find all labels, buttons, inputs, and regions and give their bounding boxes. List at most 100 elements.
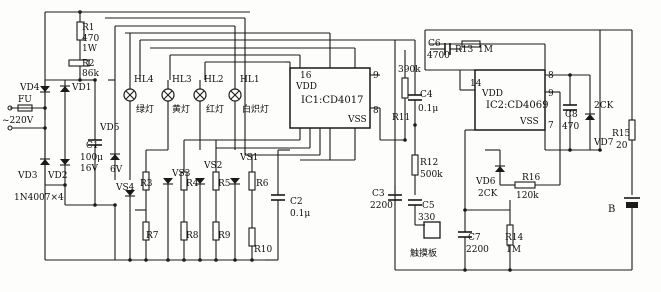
vd5-label: VD5 bbox=[99, 123, 120, 133]
buzzer-label: B bbox=[608, 204, 615, 215]
r5-label: R5 bbox=[218, 179, 231, 189]
ic1-name: IC1:CD4017 bbox=[301, 95, 363, 106]
hl3-label: HL3 bbox=[172, 75, 192, 85]
vd2-diode bbox=[60, 159, 70, 165]
ic2-name: IC2:CD4069 bbox=[486, 100, 548, 111]
hl1-lamp: HL1 白炽灯 bbox=[228, 75, 269, 150]
r14-value: 1M bbox=[506, 245, 521, 255]
lamp3-color: 黄灯 bbox=[172, 103, 190, 115]
vs3-thyristor bbox=[163, 178, 173, 184]
buzzer-b bbox=[626, 202, 638, 208]
vd1-label: VD1 bbox=[71, 83, 91, 93]
r13-label: R13 bbox=[455, 45, 474, 55]
vd7-diode bbox=[585, 114, 595, 120]
vd3-diode bbox=[40, 159, 50, 165]
r1-value: 470 bbox=[82, 34, 99, 44]
vd7-type: 2CK bbox=[594, 101, 614, 111]
vd1-diode bbox=[60, 86, 70, 92]
ic2-vss: VSS bbox=[519, 117, 539, 127]
r11-resistor bbox=[401, 77, 409, 99]
r2-resistor bbox=[68, 59, 90, 67]
hl2-label: HL2 bbox=[204, 75, 224, 85]
vs4-label: VS4 bbox=[115, 183, 135, 193]
r7-label: R7 bbox=[146, 231, 159, 241]
r6-label: R6 bbox=[256, 179, 269, 189]
c6-label: C6 bbox=[428, 39, 441, 49]
ic1-pin8: 8 bbox=[373, 106, 379, 116]
top-bus-wires bbox=[44, 11, 601, 270]
r6-resistor bbox=[248, 171, 256, 191]
vd3-label: VD3 bbox=[17, 171, 38, 181]
r10-resistor bbox=[248, 227, 256, 247]
ic2-pin7: 7 bbox=[548, 121, 554, 131]
r9-label: R9 bbox=[218, 231, 231, 241]
r13-value: 1M bbox=[478, 45, 493, 55]
fu-label: FU bbox=[18, 95, 32, 105]
c4-label: C4 bbox=[420, 90, 433, 100]
c5-value: 330 bbox=[418, 213, 435, 223]
touch-plate-label: 触摸板 bbox=[410, 247, 437, 259]
r4-label: R4 bbox=[186, 179, 199, 189]
hl1-label: HL1 bbox=[240, 75, 260, 85]
vs4-thyristor bbox=[125, 190, 135, 196]
c3-label: C3 bbox=[372, 189, 385, 199]
r11-label: R11 bbox=[392, 113, 410, 123]
r2-label: R2 bbox=[82, 59, 95, 69]
r14-label: R14 bbox=[505, 233, 524, 243]
r1-label: R1 bbox=[82, 23, 95, 33]
r2-value: 86k bbox=[82, 69, 99, 79]
vd5-zener bbox=[110, 154, 120, 160]
c2-label: C2 bbox=[290, 197, 303, 207]
r16-value: 120k bbox=[516, 191, 539, 201]
ic1-pin16: 16 bbox=[300, 71, 312, 81]
hl3-lamp: HL3 黄灯 bbox=[161, 75, 192, 150]
r11-value: 390k bbox=[398, 65, 421, 75]
junction-dots bbox=[43, 10, 602, 272]
c3-value: 2200 bbox=[370, 201, 393, 211]
c1-voltage: 16V bbox=[80, 164, 98, 174]
hl4-label: HL4 bbox=[134, 75, 154, 85]
input-network: R11 390k C4 0.1μ R12 500k C3 2200 C5 330… bbox=[370, 40, 443, 259]
c1-label: C1 bbox=[86, 141, 99, 151]
vd6-diode bbox=[495, 166, 505, 172]
ic1-vdd: VDD bbox=[295, 82, 317, 92]
r16-label: R16 bbox=[522, 173, 541, 183]
r1-power: 1W bbox=[82, 44, 98, 54]
lamp4-color: 绿灯 bbox=[136, 103, 154, 115]
power-supply: R1 470 1W R2 86k VD4 VD1 FU ~220V VD bbox=[2, 21, 123, 206]
lamps: HL4 绿灯 HL3 黄灯 HL2 红灯 HL1 白炽灯 bbox=[123, 33, 269, 180]
c6-value: 4700 bbox=[427, 51, 450, 61]
thyristor-stage: VS4 R3 R7 VS3 R4 R8 VS2 R5 bbox=[45, 140, 310, 261]
r15-label: R15 bbox=[612, 129, 631, 139]
r8-label: R8 bbox=[186, 231, 199, 241]
vd5-voltage: 6V bbox=[110, 165, 123, 175]
r12-value: 500k bbox=[420, 170, 443, 180]
r12-label: R12 bbox=[420, 158, 438, 168]
hl4-lamp: HL4 绿灯 bbox=[123, 33, 154, 180]
ic1-vss: VSS bbox=[347, 115, 367, 125]
c2-value: 0.1μ bbox=[290, 209, 310, 219]
vs1-label: VS1 bbox=[239, 153, 258, 163]
vd4-label: VD4 bbox=[19, 83, 40, 93]
mains-label: ~220V bbox=[2, 116, 34, 126]
vd2-label: VD2 bbox=[47, 171, 67, 181]
touch-plate bbox=[423, 221, 441, 239]
r10-label: R10 bbox=[254, 245, 273, 255]
c8-label: C8 bbox=[565, 110, 578, 120]
lamp2-color: 红灯 bbox=[206, 103, 224, 115]
c7-value: 2200 bbox=[466, 245, 489, 255]
ic1-cd4017: 16 VDD IC1:CD4017 VSS 9 8 bbox=[146, 60, 381, 161]
ic2-vdd: VDD bbox=[481, 89, 503, 99]
ic2-pin14: 14 bbox=[470, 79, 482, 89]
vs2-thyristor bbox=[195, 178, 205, 184]
ic2-cd4069: C6 4700 R13 1M 14 VDD IC2:CD4069 VSS 8 9… bbox=[425, 29, 640, 270]
lamp1-type: 白炽灯 bbox=[242, 103, 269, 115]
diode-type-label: 1N4007×4 bbox=[14, 193, 64, 203]
vd7-label: VD7 bbox=[593, 138, 614, 148]
ic2-pin8: 8 bbox=[548, 71, 554, 81]
r3-label: R3 bbox=[140, 179, 153, 189]
vd6-label: VD6 bbox=[475, 177, 496, 187]
c8-value: 470 bbox=[562, 122, 579, 132]
